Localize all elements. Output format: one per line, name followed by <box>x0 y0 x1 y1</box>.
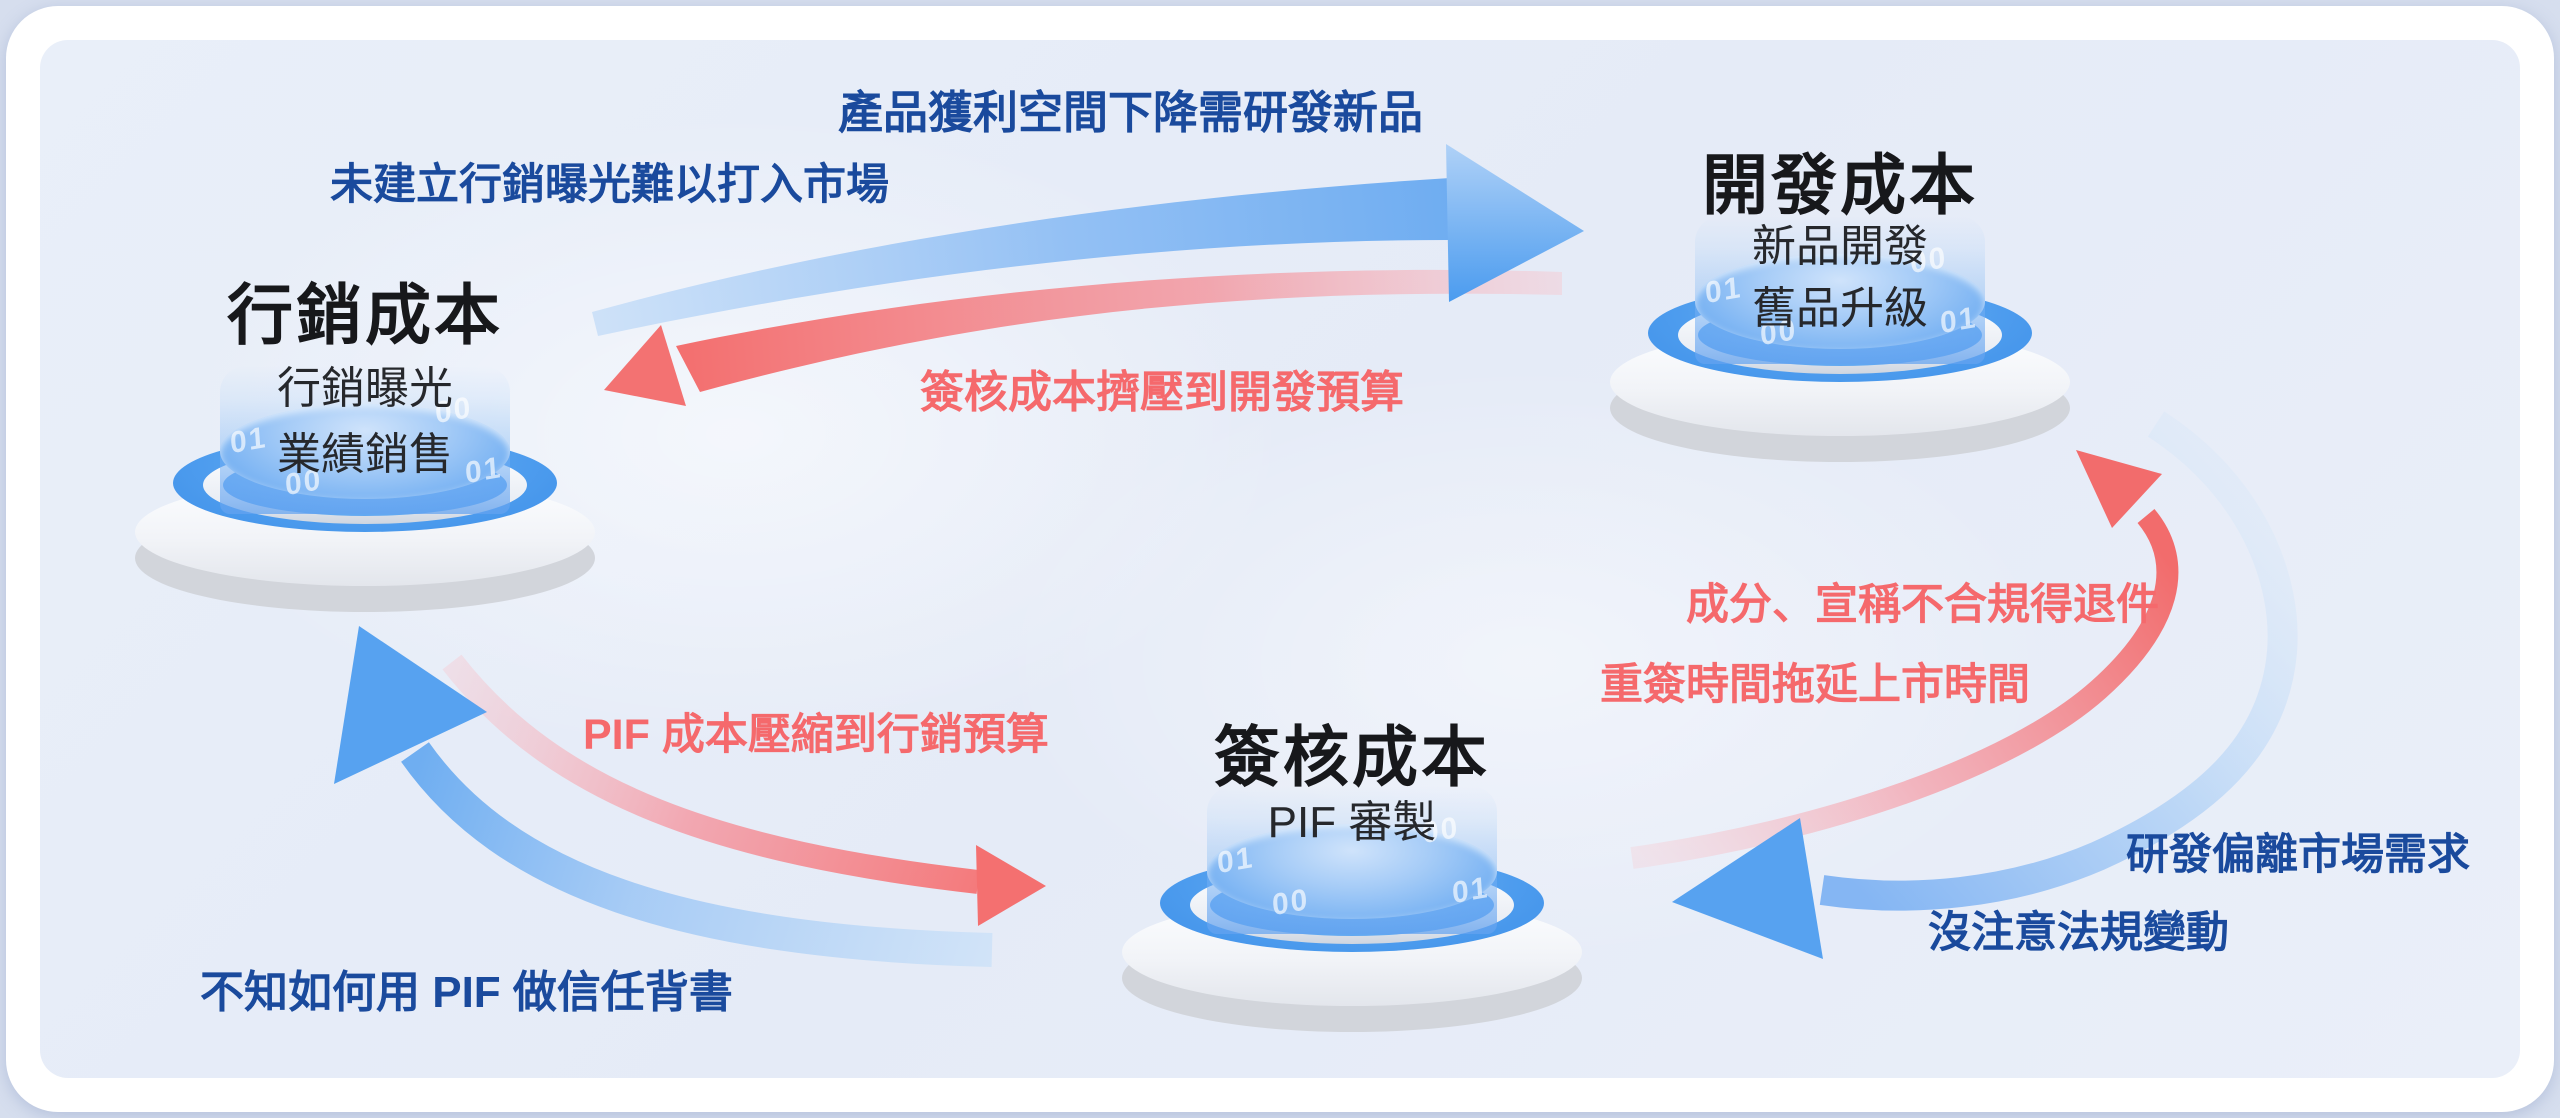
node-marketing-title: 行銷成本 <box>227 278 503 352</box>
cylinder-liquid <box>1695 254 1985 349</box>
podium-approval: 01 00 00 01 <box>1122 786 1582 1036</box>
cylinder-liquid <box>1207 824 1497 919</box>
label-rd-deviates: 研發偏離市場需求 <box>2126 831 2470 879</box>
node-development-title: 開發成本 <box>1702 148 1978 222</box>
node-approval-sub-1: PIF 審製 <box>1267 798 1437 847</box>
label-pif-squeezes-marketing: PIF 成本壓縮到行銷預算 <box>583 711 1049 759</box>
node-development-sub-2: 舊品升級 <box>1752 284 1928 333</box>
label-no-exposure: 未建立行銷曝光難以打入市場 <box>330 161 889 209</box>
node-marketing-sub-1: 行銷曝光 <box>277 364 453 413</box>
label-pif-trust-endorsement: 不知如何用 PIF 做信任背書 <box>200 968 733 1017</box>
label-noncompliant-return: 成分、宣稱不合規得退件 <box>1686 581 2159 629</box>
label-approval-squeezes-dev: 簽核成本擠壓到開發預算 <box>920 368 1404 417</box>
label-profit-decline: 產品獲利空間下降需研發新品 <box>838 87 1424 138</box>
cylinder-liquid <box>220 404 510 499</box>
binary-digit: 00 <box>1271 882 1311 923</box>
label-ignore-regulation: 沒注意法規變動 <box>1928 909 2229 957</box>
node-marketing-sub-2: 業績銷售 <box>277 430 453 479</box>
node-approval-title: 簽核成本 <box>1214 720 1490 794</box>
node-development-sub-1: 新品開發 <box>1752 222 1928 271</box>
binary-digit: 01 <box>1451 870 1491 911</box>
podium-marketing: 01 00 00 01 <box>135 366 595 616</box>
label-resign-delay: 重簽時間拖延上市時間 <box>1600 661 2030 709</box>
